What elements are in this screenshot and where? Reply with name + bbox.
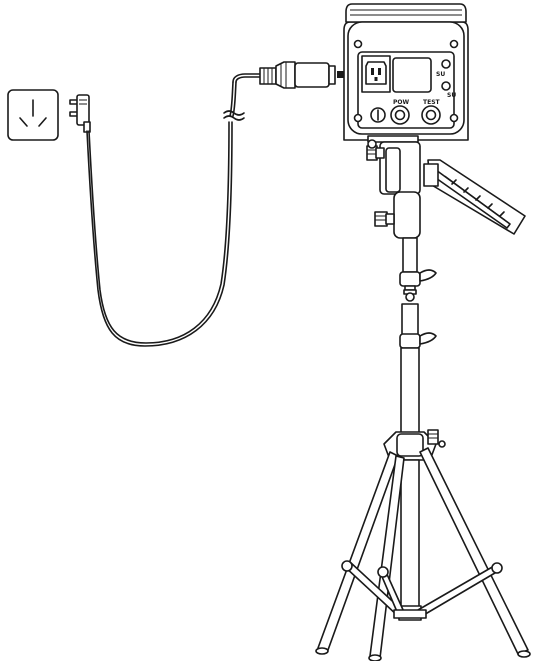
tripod-legs — [315, 447, 531, 661]
test-label: TEST — [423, 99, 441, 106]
power-cable — [86, 73, 263, 347]
power-label: POW — [393, 99, 409, 106]
stand-clamp-lower — [399, 332, 437, 349]
stand-clamp-upper — [399, 269, 437, 291]
tilt-knob — [366, 139, 385, 161]
umbrella-holder — [423, 159, 526, 235]
leg-braces — [341, 560, 503, 619]
control-panel: SU SU POW TEST — [361, 55, 456, 125]
misc-label: SU — [436, 71, 445, 78]
side-buttons — [441, 59, 451, 91]
light-stand — [315, 237, 531, 661]
mounting-bracket — [366, 135, 421, 239]
side-label: SU — [447, 92, 456, 99]
iec-connector — [259, 61, 336, 89]
iec-inlet — [365, 61, 387, 85]
mains-plug — [69, 94, 91, 133]
knobs — [370, 105, 441, 125]
bracket-knob — [374, 211, 395, 227]
wall-socket-icon — [7, 89, 59, 141]
